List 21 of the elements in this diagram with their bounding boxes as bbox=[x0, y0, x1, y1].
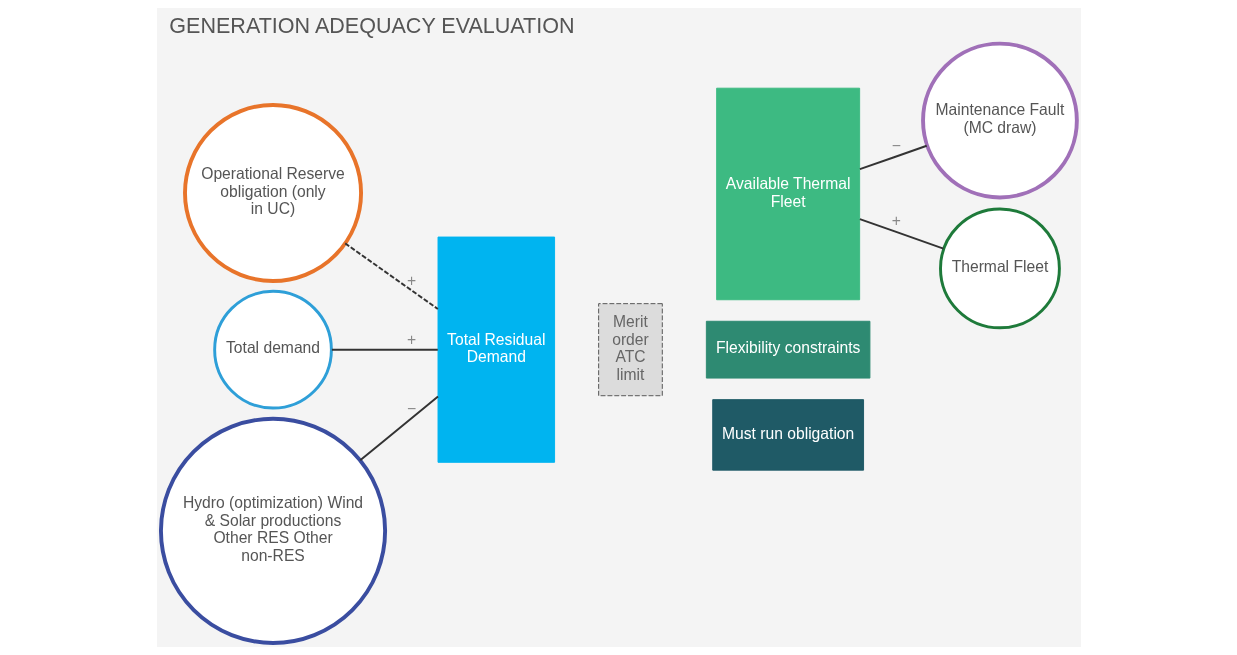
diagram-title: GENERATION ADEQUACY EVALUATION bbox=[168, 14, 575, 39]
node-circle: Hydro (optimization) Wind & Solar productions Other RES Other non-RES bbox=[158, 416, 387, 645]
edge-label: − bbox=[406, 400, 416, 418]
node-circle: Thermal Fleet bbox=[938, 207, 1061, 330]
connector bbox=[330, 348, 439, 351]
node-box: Must run obligation bbox=[711, 399, 864, 471]
connector bbox=[343, 242, 439, 310]
connector bbox=[858, 144, 928, 171]
node-box: Merit order ATC limit bbox=[597, 303, 663, 397]
edge-label: + bbox=[406, 271, 416, 289]
node-circle: Operational Reserve obligation (only in UC) bbox=[182, 103, 363, 283]
node-circle: Maintenance Fault (MC draw) bbox=[920, 41, 1079, 200]
node-box: Total Residual Demand bbox=[437, 236, 555, 463]
connector bbox=[358, 395, 439, 462]
node-circle: Total demand bbox=[212, 289, 333, 410]
edge-label: + bbox=[406, 330, 416, 348]
node-box: Flexibility constraints bbox=[705, 320, 870, 379]
edge-label: − bbox=[891, 136, 901, 154]
connector bbox=[858, 218, 944, 250]
node-box: Available Thermal Fleet bbox=[715, 87, 860, 301]
edge-label: + bbox=[891, 212, 901, 230]
